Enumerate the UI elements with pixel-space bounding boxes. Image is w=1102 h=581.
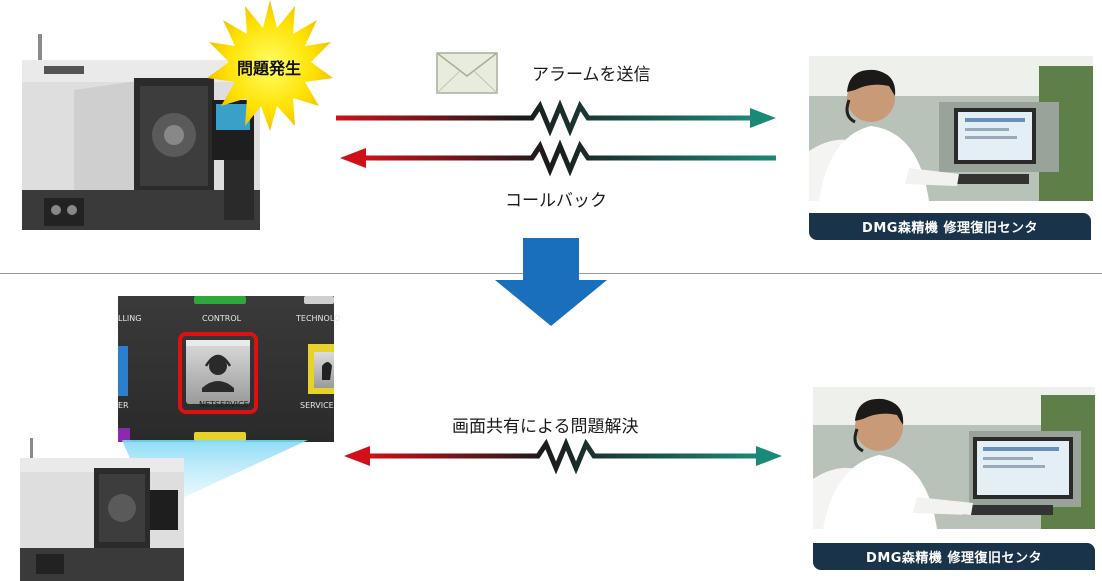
panel-button-netservice[interactable]: NETSERVICE bbox=[199, 400, 249, 409]
envelope-icon bbox=[436, 52, 498, 94]
control-panel-zoom bbox=[118, 296, 334, 442]
headset-operator-icon bbox=[202, 354, 234, 392]
down-arrow bbox=[495, 238, 607, 326]
panel-label-er: ER bbox=[118, 401, 129, 410]
repair-center-tag-top: DMG森精機 修理復旧センタ bbox=[809, 213, 1091, 240]
panel-label-technolo: TECHNOLO bbox=[296, 314, 341, 323]
machine-tool-bottom bbox=[20, 438, 184, 581]
panel-label-control: CONTROL bbox=[202, 314, 242, 323]
screen-share-label: 画面共有による問題解決 bbox=[452, 417, 639, 437]
screen-share-arrow bbox=[344, 437, 782, 475]
callback-label: コールバック bbox=[505, 191, 607, 211]
operator-photo-bottom bbox=[813, 387, 1095, 529]
operator-photo-top bbox=[809, 56, 1093, 201]
machine-tool-top bbox=[22, 34, 260, 230]
panel-label-lling: LLING bbox=[118, 314, 142, 323]
alert-burst-text: 問題発生 bbox=[237, 59, 302, 78]
callback-arrow bbox=[340, 139, 776, 177]
alert-burst bbox=[207, 0, 333, 131]
send-alarm-arrow bbox=[336, 99, 776, 137]
repair-center-tag-bottom: DMG森精機 修理復旧センタ bbox=[813, 543, 1095, 570]
panel-label-service: SERVICE bbox=[300, 401, 334, 410]
send-alarm-label: アラームを送信 bbox=[532, 65, 651, 85]
